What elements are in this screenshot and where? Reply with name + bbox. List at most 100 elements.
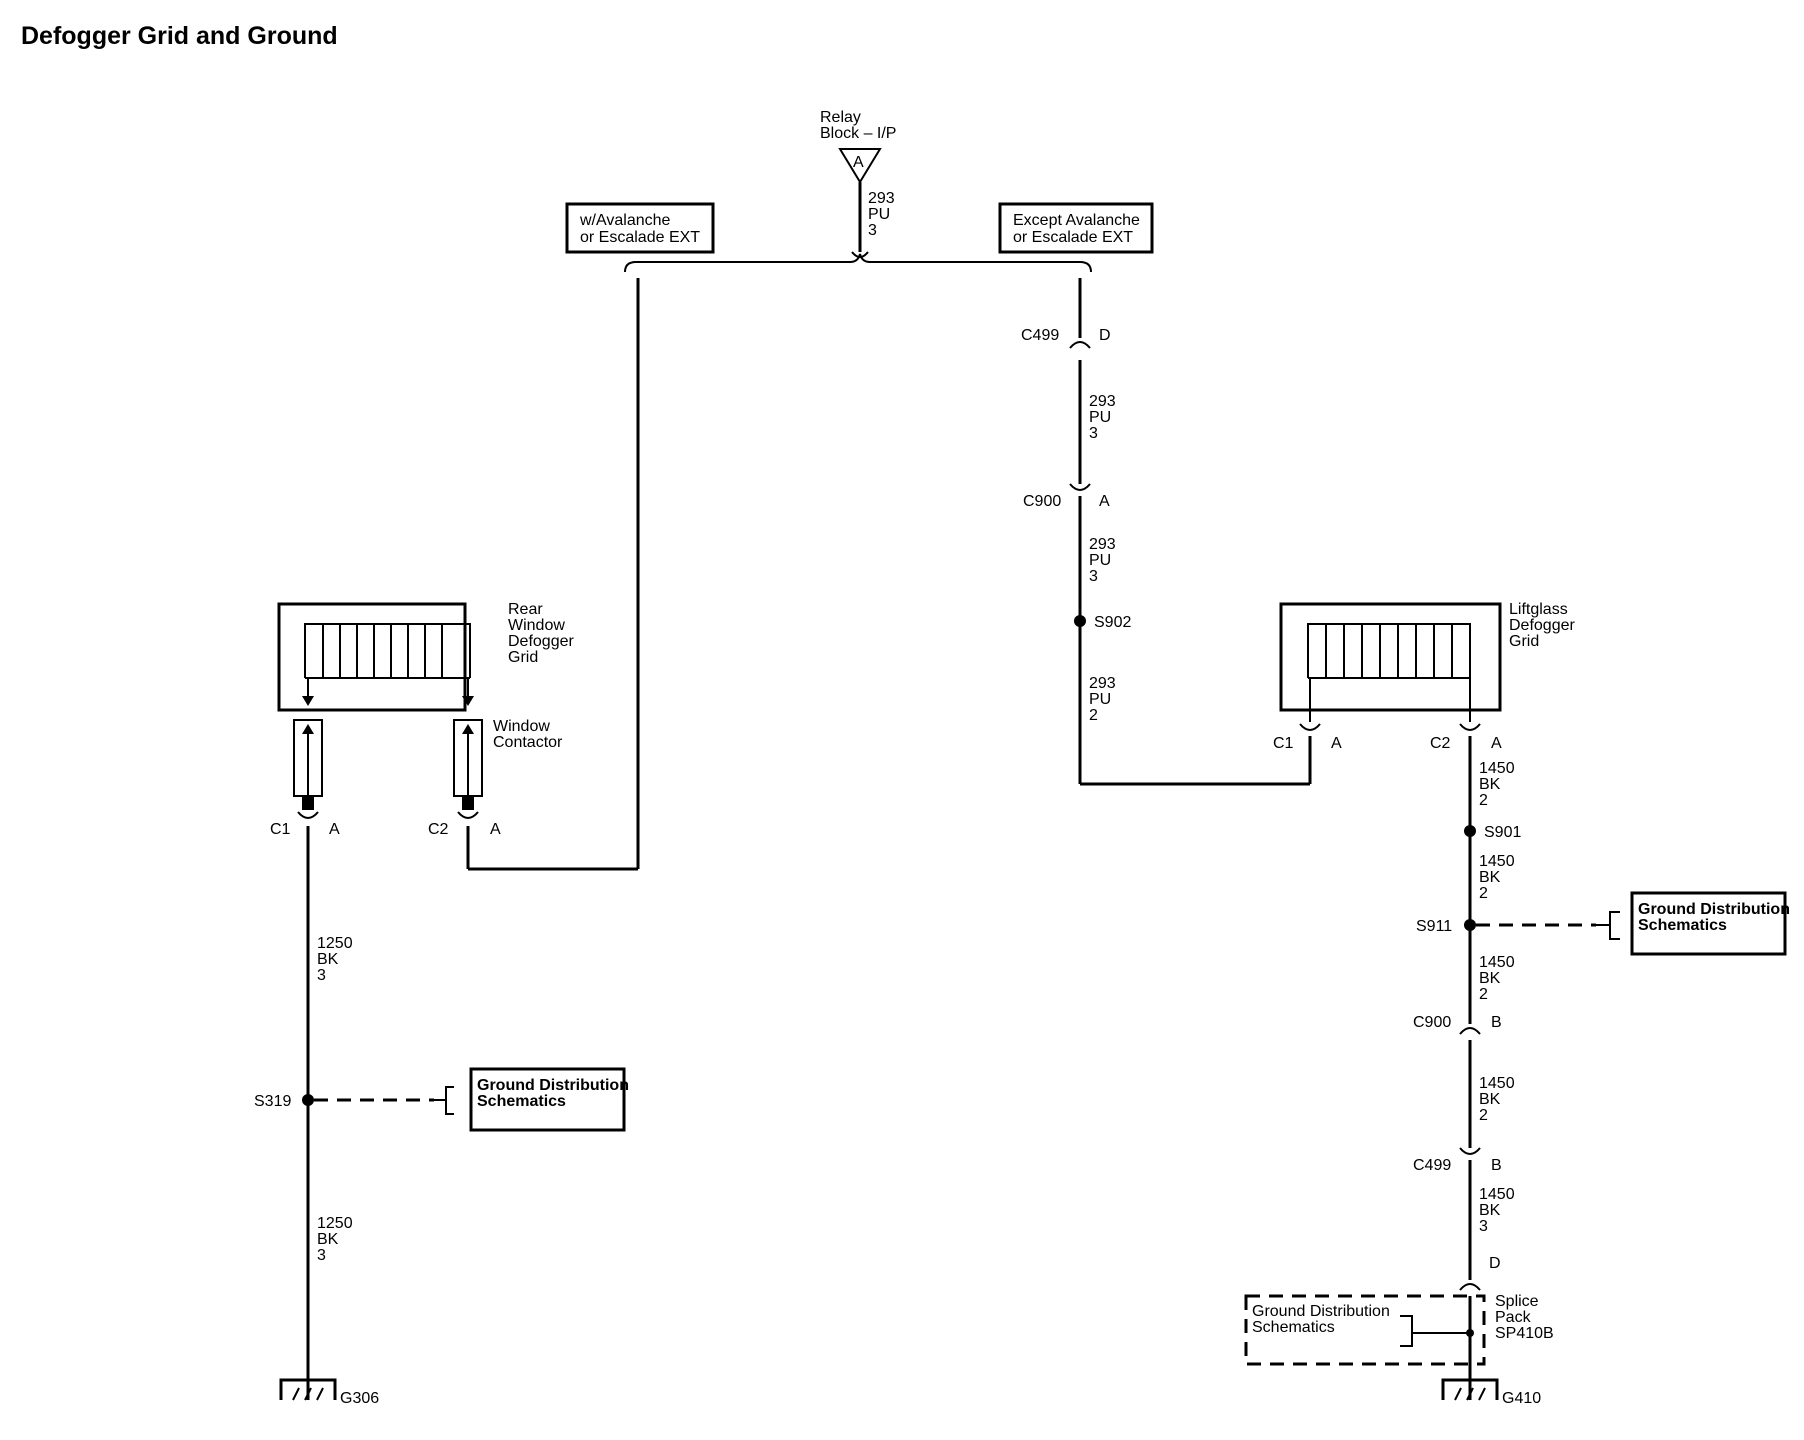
lift-wire5-size: 3: [1479, 1218, 1488, 1235]
relay-terminal-label: A: [853, 154, 864, 171]
option-box-right: [998, 202, 1154, 254]
splice-s319-label: S319: [254, 1093, 291, 1110]
relay-wire-gauge: 293: [868, 190, 895, 207]
relay-wire-size: 3: [868, 222, 877, 239]
lift-wire1-gauge: 1450: [1479, 760, 1515, 777]
c499-top-pin: D: [1099, 327, 1111, 344]
right-wire2-color: PU: [1089, 552, 1111, 569]
liftglass-c2-name: C2: [1430, 735, 1451, 752]
relay-label-line1: Relay: [820, 109, 861, 126]
liftglass-c1-name: C1: [1273, 735, 1294, 752]
right-wire3-gauge: 293: [1089, 675, 1116, 692]
ground-g306: G306: [279, 1378, 379, 1407]
option-bracket: w/Avalanche or Escalade EXT Except Avala…: [565, 202, 1154, 273]
rear-ground-distribution-ref: [469, 1067, 626, 1132]
lift-wire4-color: BK: [1479, 1091, 1501, 1108]
diagram-title: Defogger Grid and Ground: [21, 22, 338, 50]
relay-terminal-symbol: [838, 148, 882, 184]
lift-c900-pin: B: [1491, 1014, 1502, 1031]
splice-s901-label: S901: [1484, 824, 1521, 841]
liftglass-label-3: Grid: [1509, 633, 1539, 650]
lift-wire2-gauge: 1450: [1479, 853, 1515, 870]
splice-pack-label-2: Pack: [1495, 1309, 1532, 1326]
ground-g410-label: G410: [1502, 1390, 1541, 1407]
splice-s911-label: S911: [1416, 918, 1452, 935]
splice-s902: [1074, 615, 1086, 627]
rear-wire-b-gauge: 1250: [317, 1215, 353, 1232]
splice-pack-ref-line2: Schematics: [1252, 1319, 1335, 1336]
splice-s911: [1464, 919, 1476, 931]
liftglass-c2-pin: A: [1491, 735, 1502, 752]
lift-wire4-gauge: 1450: [1479, 1075, 1515, 1092]
lift-ground-ref-line1: Ground Distribution: [1638, 901, 1790, 918]
splice-s902-label: S902: [1094, 614, 1131, 631]
rear-c1-name: C1: [270, 821, 291, 838]
liftglass-c1-pin: A: [1331, 735, 1342, 752]
relay-label-line2: Block – I/P: [820, 125, 896, 142]
rear-grid-label-2: Window: [508, 617, 565, 634]
option-left-line1: w/Avalanche: [579, 212, 671, 229]
lift-wire4-size: 2: [1479, 1107, 1488, 1124]
rear-connectors: C1 A C2 A: [270, 811, 501, 838]
rear-grid-label-4: Grid: [508, 649, 538, 666]
window-contactor: Window Contactor: [293, 718, 563, 810]
right-wire2-gauge: 293: [1089, 536, 1116, 553]
c499-top-name: C499: [1021, 327, 1059, 344]
rear-wire-b-size: 3: [317, 1247, 326, 1264]
relay-block: Relay Block – I/P A 293 PU 3: [820, 109, 896, 258]
right-wire1-color: PU: [1089, 409, 1111, 426]
lift-wire2-color: BK: [1479, 869, 1501, 886]
splice-pack-label-3: SP410B: [1495, 1325, 1554, 1342]
rear-grid-outline: [277, 602, 467, 712]
lift-wire3-color: BK: [1479, 970, 1501, 987]
rear-c2-name: C2: [428, 821, 449, 838]
splice-pack-sp410b: Ground Distribution Schematics Splice Pa…: [1244, 1293, 1554, 1366]
option-box-left: [565, 202, 715, 254]
lift-ground-ref-line2: Schematics: [1638, 917, 1727, 934]
lift-wire1-size: 2: [1479, 792, 1488, 809]
window-contactor-label-1: Window: [493, 718, 550, 735]
right-wire2-size: 3: [1089, 568, 1098, 585]
option-right-line1: Except Avalanche: [1013, 212, 1140, 229]
splice-s901: [1464, 825, 1476, 837]
lift-pin-d: D: [1489, 1255, 1501, 1272]
lift-c900-name: C900: [1413, 1014, 1451, 1031]
c900-top-pin: A: [1099, 493, 1110, 510]
splice-s319: [302, 1094, 314, 1106]
rear-c2-pin: A: [490, 821, 501, 838]
right-wire1-gauge: 293: [1089, 393, 1116, 410]
rear-grid-label-1: Rear: [508, 601, 543, 618]
lift-wire5-color: BK: [1479, 1202, 1501, 1219]
rear-wire-b-color: BK: [317, 1231, 339, 1248]
ground-g306-label: G306: [340, 1390, 379, 1407]
option-right-line2: or Escalade EXT: [1013, 229, 1133, 246]
liftglass-connectors: C1 A C2 A: [1273, 723, 1502, 752]
splice-pack-ref-line1: Ground Distribution: [1252, 1303, 1390, 1320]
rear-wire-a-gauge: 1250: [317, 935, 353, 952]
liftglass-label-1: Liftglass: [1509, 601, 1568, 618]
lift-wire5-gauge: 1450: [1479, 1186, 1515, 1203]
rear-wire-a-color: BK: [317, 951, 339, 968]
relay-wire-color: PU: [868, 206, 890, 223]
lift-c499-name: C499: [1413, 1157, 1451, 1174]
lift-wire3-gauge: 1450: [1479, 954, 1515, 971]
ground-g410: G410: [1441, 1378, 1541, 1407]
liftglass-label-2: Defogger: [1509, 617, 1575, 634]
rear-window-defogger-grid: Rear Window Defogger Grid: [277, 601, 574, 712]
liftglass-grid-outline: [1279, 602, 1502, 712]
liftglass-ground-distribution-ref: [1630, 891, 1787, 956]
lift-wire3-size: 2: [1479, 986, 1488, 1003]
lift-c499-pin: B: [1491, 1157, 1502, 1174]
splice-pack-label-1: Splice: [1495, 1293, 1539, 1310]
right-wire1-size: 3: [1089, 425, 1098, 442]
rear-grid-label-3: Defogger: [508, 633, 574, 650]
rear-wire-a-size: 3: [317, 967, 326, 984]
right-wire3-color: PU: [1089, 691, 1111, 708]
rear-ground-ref-line1: Ground Distribution: [477, 1077, 629, 1094]
rear-c1-pin: A: [329, 821, 340, 838]
liftglass-defogger-grid: Liftglass Defogger Grid: [1279, 601, 1575, 722]
lift-wire2-size: 2: [1479, 885, 1488, 902]
lift-wire1-color: BK: [1479, 776, 1501, 793]
window-contactor-label-2: Contactor: [493, 734, 563, 751]
